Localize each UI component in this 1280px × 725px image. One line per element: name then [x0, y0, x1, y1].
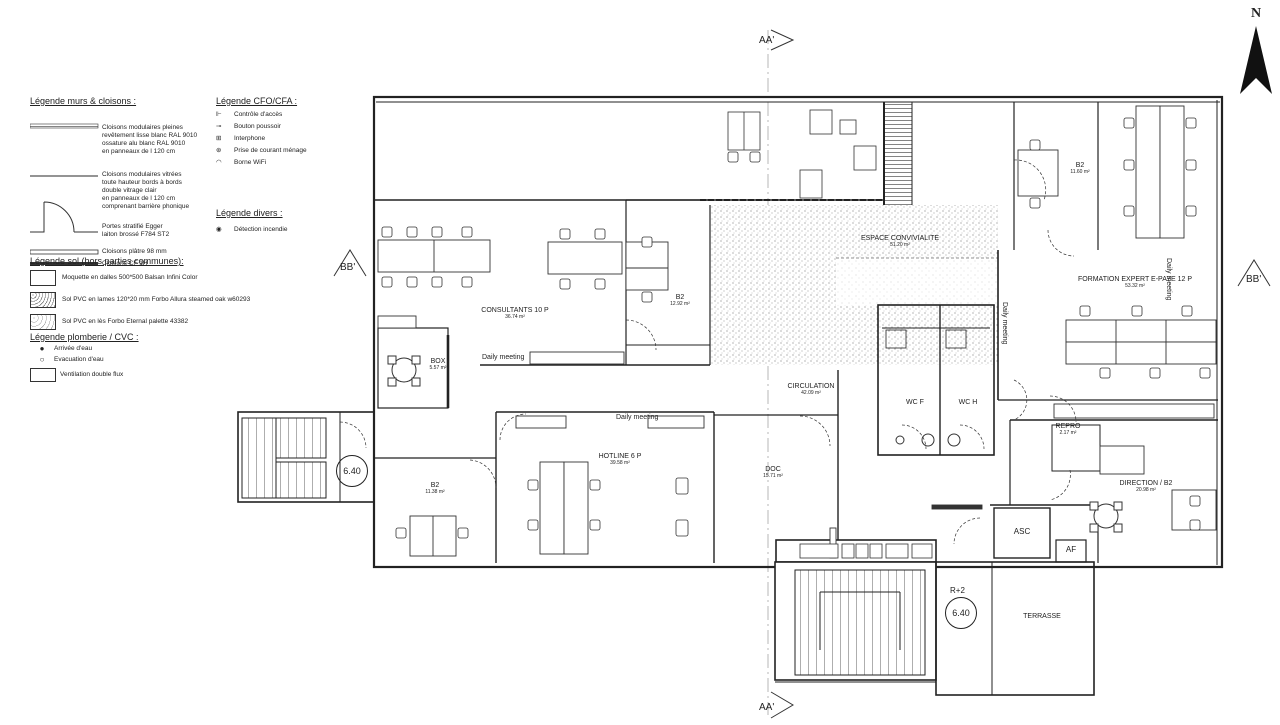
- legend-walls-item: Cloisons plâtre 98 mm: [102, 248, 167, 255]
- room-label: FORMATION EXPERT E-PAYE 12 P 53.32 m²: [1077, 276, 1193, 289]
- legend-cfo-title: Légende CFO/CFA :: [216, 96, 298, 106]
- room-label: DIRECTION / B2 20.98 m²: [1119, 480, 1173, 493]
- wifi-icon: ◠: [216, 159, 222, 166]
- meeting-label: Daily meeting: [1165, 258, 1172, 301]
- chairs: [381, 109, 1211, 539]
- section-marker-top: AA': [757, 28, 795, 57]
- walls: [237, 95, 1224, 696]
- legend-misc: Légende divers : ◉ Détection incendie: [216, 208, 336, 234]
- room-label: BOX 5.57 m²: [429, 358, 447, 371]
- legend-floor-title: Légende sol (hors parties communes):: [30, 256, 184, 266]
- legend-walls-item: laiton brossé F784 ST2: [102, 231, 170, 238]
- outlet-icon: ⊛: [216, 147, 222, 154]
- legend-walls-item: revêtement lisse blanc RAL 9010: [102, 132, 198, 139]
- swatch-pvc-les: [30, 314, 56, 330]
- floor-label: R+2: [950, 586, 965, 595]
- legend-floor-item: Sol PVC en lames 120*20 mm Forbo Allura …: [62, 296, 251, 303]
- room-label: ASC: [1013, 527, 1031, 536]
- meeting-label: Daily meeting: [616, 414, 659, 421]
- legend-walls-item: Cloisons modulaires vitrées: [102, 171, 182, 178]
- legend-walls-item: double vitrage clair: [102, 187, 157, 194]
- legend-misc-item: Détection incendie: [234, 226, 288, 233]
- legend-floor: Légende sol (hors parties communes): Moq…: [30, 256, 330, 330]
- room-label: CIRCULATION 42.09 m²: [787, 383, 835, 396]
- legend-plumbing: Légende plomberie / CVC : ● Arrivée d'eau…: [30, 332, 230, 382]
- legend-walls-item: toute hauteur bords à bords: [102, 179, 182, 186]
- north-label: N: [1250, 6, 1262, 21]
- access-control-icon: ⊩: [216, 111, 222, 118]
- legend-walls-item: comprenant barrière phonique: [102, 203, 190, 210]
- legend-plumbing-item: Evacuation d'eau: [54, 356, 104, 363]
- room-label: REPRO 2.17 m²: [1055, 423, 1081, 436]
- room-label: WC F: [906, 399, 924, 406]
- intercom-icon: ⊞: [216, 135, 222, 142]
- round-tables: [387, 355, 1123, 533]
- legend-walls-item: Cloisons CF 1H: [102, 260, 148, 267]
- swatch-moquette: [30, 270, 56, 286]
- meeting-label: Daily meeting: [482, 354, 525, 361]
- ventilation-icon: [30, 368, 56, 382]
- legend-plumbing-item: Arrivée d'eau: [54, 345, 93, 352]
- room-label: DOC 15.71 m²: [763, 466, 783, 479]
- legend-cfo-item: Borne WiFi: [234, 159, 267, 166]
- water-in-icon: ●: [39, 344, 45, 353]
- meeting-label: Daily meeting: [1001, 302, 1008, 345]
- legend-walls-item: ossature alu blanc RAL 9010: [102, 140, 186, 147]
- room-label: B2 11.38 m²: [425, 482, 445, 495]
- room-label: TERRASSE: [1023, 613, 1061, 620]
- legend-plumbing-item: Ventilation double flux: [60, 371, 124, 378]
- legend-walls-item: en panneaux de l 120 cm: [102, 148, 175, 155]
- legend-floor-item: Moquette en dalles 500*500 Balsan Infini…: [62, 274, 198, 281]
- room-label: AF: [1065, 545, 1077, 554]
- room-label: ESPACE CONVIVIALITE 51.20 m²: [860, 235, 940, 248]
- swatch-pvc-lames: [30, 292, 56, 308]
- legend-plumbing-title: Légende plomberie / CVC :: [30, 332, 139, 342]
- room-label: B2 11.60 m²: [1070, 162, 1090, 175]
- room-label: CONSULTANTS 10 P 36.74 m²: [481, 307, 549, 320]
- section-marker-bottom: AA': [757, 690, 795, 725]
- north-arrow: N: [1236, 6, 1276, 101]
- legend-walls-item: Cloisons modulaires pleines: [102, 124, 183, 131]
- room-label: HOTLINE 6 P 39.58 m²: [598, 453, 642, 466]
- push-button-icon: ⊸: [216, 123, 222, 130]
- legend-cfo: Légende CFO/CFA : ⊩ Contrôle d'accès ⊸ Bou…: [216, 96, 336, 167]
- legend-floor-item: Sol PVC en lès Forbo Eternal palette 433…: [62, 318, 189, 325]
- legend-cfo-item: Prise de courant ménage: [234, 147, 307, 154]
- level-tag: 6.40: [945, 597, 977, 629]
- level-tag: 6.40: [336, 455, 368, 487]
- legend-walls-item: Portes stratifié Egger: [102, 223, 163, 230]
- water-out-icon: ○: [39, 355, 45, 364]
- legend-cfo-item: Contrôle d'accès: [234, 111, 283, 118]
- legend-cfo-item: Bouton poussoir: [234, 123, 281, 130]
- section-marker-right: BB': [1232, 256, 1276, 295]
- legend-cfo-item: Interphone: [234, 135, 266, 142]
- section-marker-left: BB': [330, 246, 370, 285]
- legend-walls: Légende murs & cloisons : Cloisons modul…: [30, 96, 220, 267]
- legend-walls-title: Légende murs & cloisons :: [30, 96, 137, 106]
- doors: [339, 159, 1077, 545]
- legend-misc-title: Légende divers :: [216, 208, 283, 218]
- service-panel: [799, 543, 933, 559]
- furniture: [377, 105, 1217, 559]
- fire-detection-icon: ◉: [216, 226, 222, 233]
- legend-walls-item: en panneaux de l 120 cm: [102, 195, 175, 202]
- room-label: B2 12.92 m²: [670, 294, 690, 307]
- room-label: WC H: [958, 399, 978, 406]
